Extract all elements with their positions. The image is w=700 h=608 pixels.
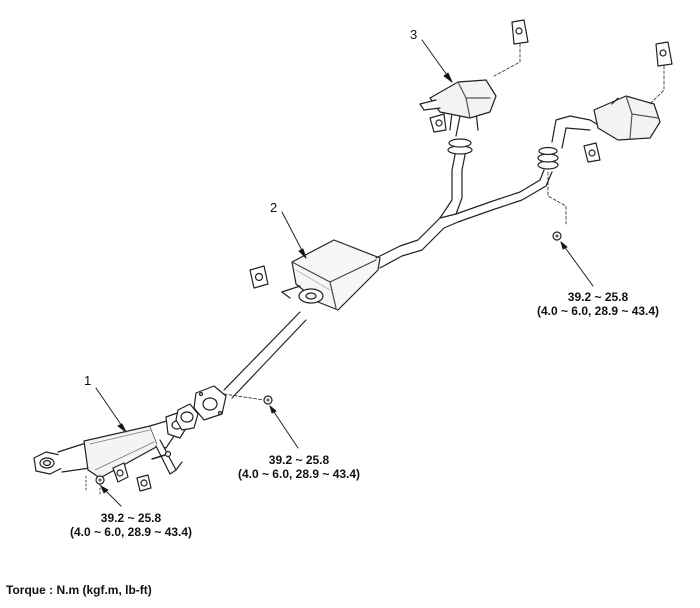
front-pipe-catalytic-converter (33, 411, 189, 497)
torque-spec-front-pipe: 39.2 ~ 25.8 (4.0 ~ 6.0, 28.9 ~ 43.4) (70, 511, 192, 539)
torque-spec-rear-muffler-line1: 39.2 ~ 25.8 (567, 290, 629, 304)
torque-spec-rear-muffler-line2: (4.0 ~ 6.0, 28.9 ~ 43.4) (536, 304, 660, 318)
rear-left-muffler (419, 19, 529, 137)
callout-part-2: 2 (270, 200, 278, 215)
center-muffler (223, 213, 459, 399)
center-gasket-flange (175, 385, 273, 431)
callout-part-1: 1 (84, 373, 92, 388)
torque-spec-center-flange-line2: (4.0 ~ 6.0, 28.9 ~ 43.4) (237, 467, 361, 481)
torque-spec-front-pipe-line2: (4.0 ~ 6.0, 28.9 ~ 43.4) (69, 525, 193, 539)
rear-right-muffler (547, 41, 673, 241)
callout-part-3: 3 (410, 27, 418, 42)
torque-spec-front-pipe-line1: 39.2 ~ 25.8 (100, 511, 162, 525)
torque-spec-center-flange: 39.2 ~ 25.8 (4.0 ~ 6.0, 28.9 ~ 43.4) (238, 453, 360, 481)
torque-spec-center-flange-line1: 39.2 ~ 25.8 (268, 453, 330, 467)
rear-y-pipe (439, 138, 559, 223)
torque-unit-note: Torque : N.m (kgf.m, lb-ft) (6, 583, 152, 597)
torque-spec-rear-muffler: 39.2 ~ 25.8 (4.0 ~ 6.0, 28.9 ~ 43.4) (537, 290, 659, 318)
callout-leaders (95, 39, 594, 507)
